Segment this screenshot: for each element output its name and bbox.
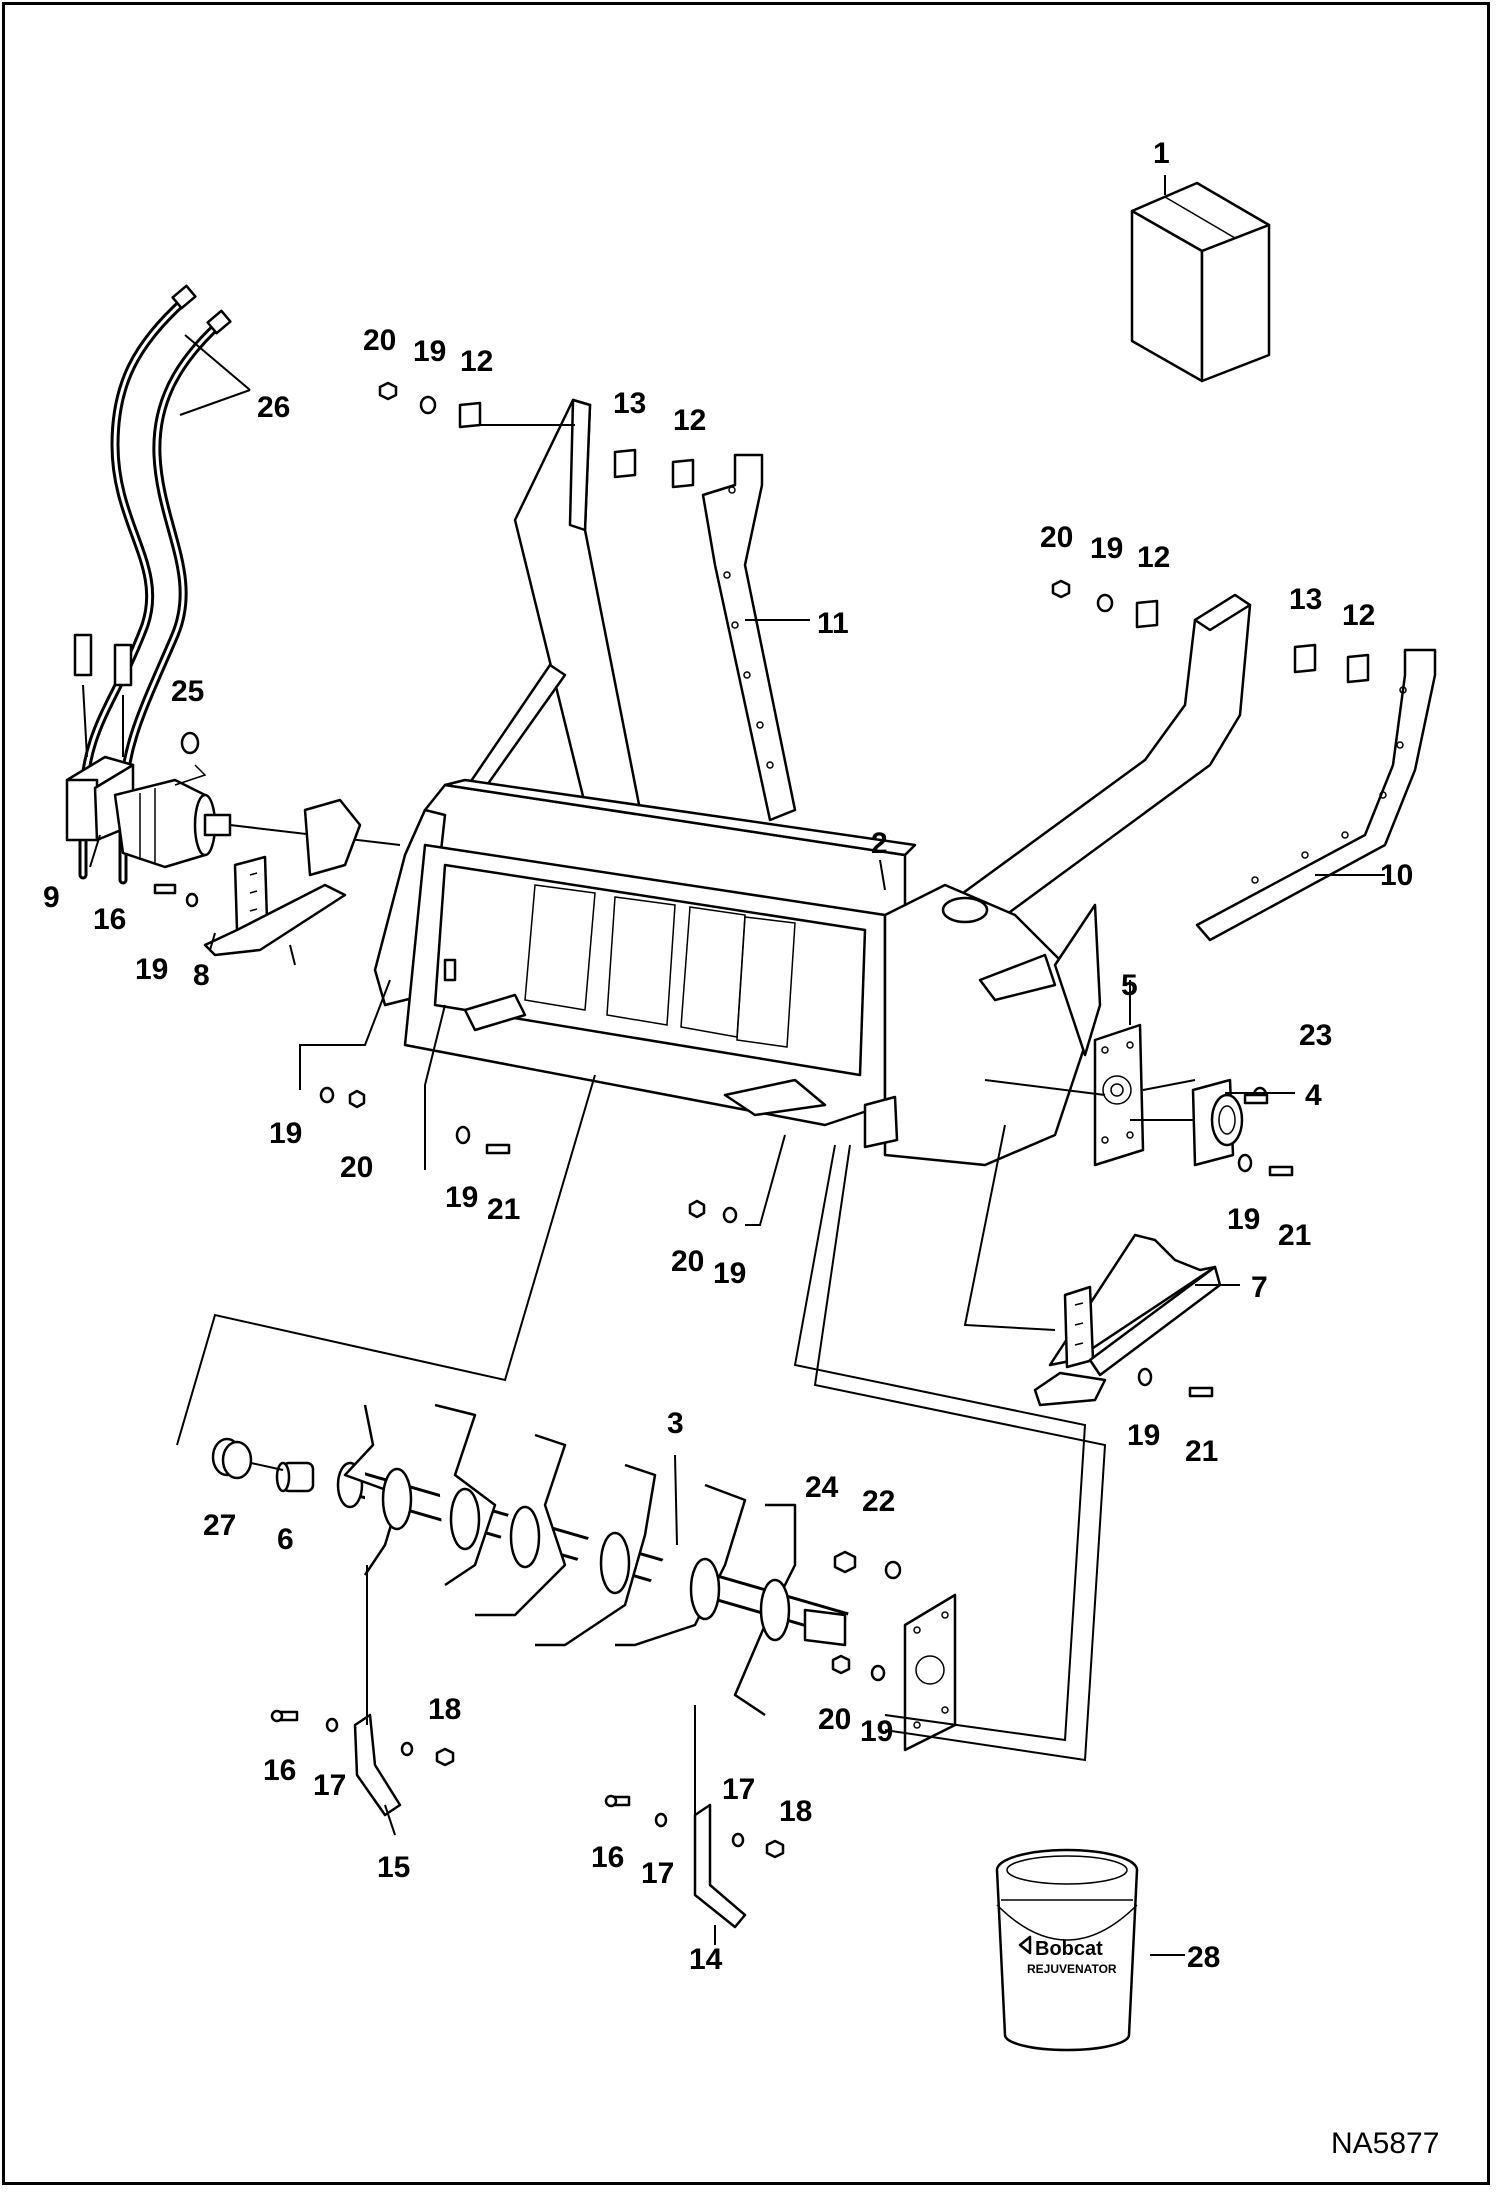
bearing-plate — [984, 1023, 1145, 1167]
skid-shoe-left — [203, 798, 362, 957]
callout-20e: 20 — [818, 1703, 851, 1736]
callout-1: 1 — [1153, 137, 1170, 170]
leader-26a — [184, 334, 251, 391]
bucket-product: REJUVENATOR — [1027, 1962, 1117, 1976]
side-plate-left — [701, 453, 797, 822]
callout-21c: 21 — [1185, 1435, 1218, 1468]
callout-16a: 16 — [93, 903, 126, 936]
callout-12b: 12 — [673, 404, 706, 437]
callout-19b: 19 — [135, 953, 168, 986]
callouts: 1 2 3 4 5 6 7 8 9 10 11 12 12 12 12 13 1… — [43, 137, 1413, 1976]
part-box — [1130, 181, 1271, 383]
callout-16b: 16 — [263, 1754, 296, 1787]
callout-18a: 18 — [428, 1693, 461, 1726]
nut-24 — [833, 1550, 857, 1574]
callout-10: 10 — [1380, 859, 1413, 892]
callout-19d: 19 — [269, 1117, 302, 1150]
callout-20c: 20 — [340, 1151, 373, 1184]
leader-seal-bushing — [250, 1462, 284, 1471]
callout-17b: 17 — [722, 1773, 755, 1806]
nut-20-rotor — [831, 1654, 851, 1675]
exploded-parts-diagram: Bobcat REJUVENATOR 1 2 3 4 — [43, 137, 1439, 2160]
callout-20b: 20 — [1040, 521, 1073, 554]
callout-19a: 19 — [413, 335, 446, 368]
callout-12a: 12 — [460, 345, 493, 378]
callout-22: 22 — [862, 1485, 895, 1518]
callout-28: 28 — [1187, 1941, 1220, 1974]
callout-19c: 19 — [1090, 532, 1123, 565]
hydraulic-motor — [65, 755, 401, 869]
callout-24: 24 — [805, 1471, 839, 1504]
callout-7: 7 — [1251, 1271, 1268, 1304]
callout-19e: 19 — [445, 1181, 478, 1214]
callout-17c: 17 — [641, 1857, 674, 1890]
frame-hardware — [153, 883, 1294, 1398]
callout-12c: 12 — [1137, 541, 1170, 574]
skid-shoe-right — [1033, 1233, 1222, 1407]
callout-16c: 16 — [591, 1841, 624, 1874]
washer-19-rotor — [870, 1664, 886, 1682]
callout-19f: 19 — [713, 1257, 746, 1290]
rejuvenator-bucket: Bobcat REJUVENATOR — [995, 1848, 1139, 2052]
callout-26: 26 — [257, 391, 290, 424]
callout-13b: 13 — [1289, 583, 1322, 616]
callout-2: 2 — [871, 827, 888, 860]
leader-26b — [179, 389, 251, 416]
hardware-left — [270, 1709, 455, 1767]
callout-3: 3 — [667, 1407, 684, 1440]
callout-20d: 20 — [671, 1245, 704, 1278]
callout-17a: 17 — [313, 1769, 346, 1802]
callout-5: 5 — [1121, 969, 1138, 1002]
callout-19g: 19 — [1227, 1203, 1260, 1236]
side-plate-right — [1195, 648, 1437, 942]
callout-6: 6 — [277, 1523, 294, 1556]
main-frame — [373, 398, 1252, 1167]
tine-15 — [353, 1713, 402, 1817]
bushing — [275, 1461, 315, 1493]
callout-21b: 21 — [1278, 1219, 1311, 1252]
washer-22 — [884, 1560, 902, 1580]
bucket-brand: Bobcat — [1035, 1938, 1103, 1960]
callout-25: 25 — [171, 675, 204, 708]
callout-12d: 12 — [1342, 599, 1375, 632]
tine-rotor — [336, 1403, 849, 1717]
seal — [211, 1437, 253, 1480]
rotor-bearing-plate — [903, 1593, 957, 1752]
callout-9: 9 — [43, 881, 60, 914]
callout-27: 27 — [203, 1509, 236, 1542]
callout-20a: 20 — [363, 324, 396, 357]
callout-23: 23 — [1299, 1019, 1332, 1052]
callout-4: 4 — [1305, 1079, 1322, 1112]
callout-21a: 21 — [487, 1193, 520, 1226]
callout-19h: 19 — [1127, 1419, 1160, 1452]
callout-18b: 18 — [779, 1795, 812, 1828]
drawing-id: NA5877 — [1331, 2127, 1439, 2160]
hardware-right — [604, 1794, 785, 1859]
callout-15: 15 — [377, 1851, 410, 1884]
callout-8: 8 — [193, 959, 210, 992]
brackets-left — [378, 381, 695, 489]
callout-11: 11 — [817, 607, 849, 640]
tine-14 — [693, 1803, 747, 1929]
callout-14: 14 — [689, 1943, 723, 1976]
brackets-right — [1051, 579, 1370, 684]
part-25-clip — [174, 731, 207, 786]
hydraulic-hoses — [73, 284, 232, 885]
leader-lines — [89, 175, 1385, 1956]
bearing — [1130, 1078, 1244, 1167]
callout-13a: 13 — [613, 387, 646, 420]
callout-19i: 19 — [860, 1715, 893, 1748]
